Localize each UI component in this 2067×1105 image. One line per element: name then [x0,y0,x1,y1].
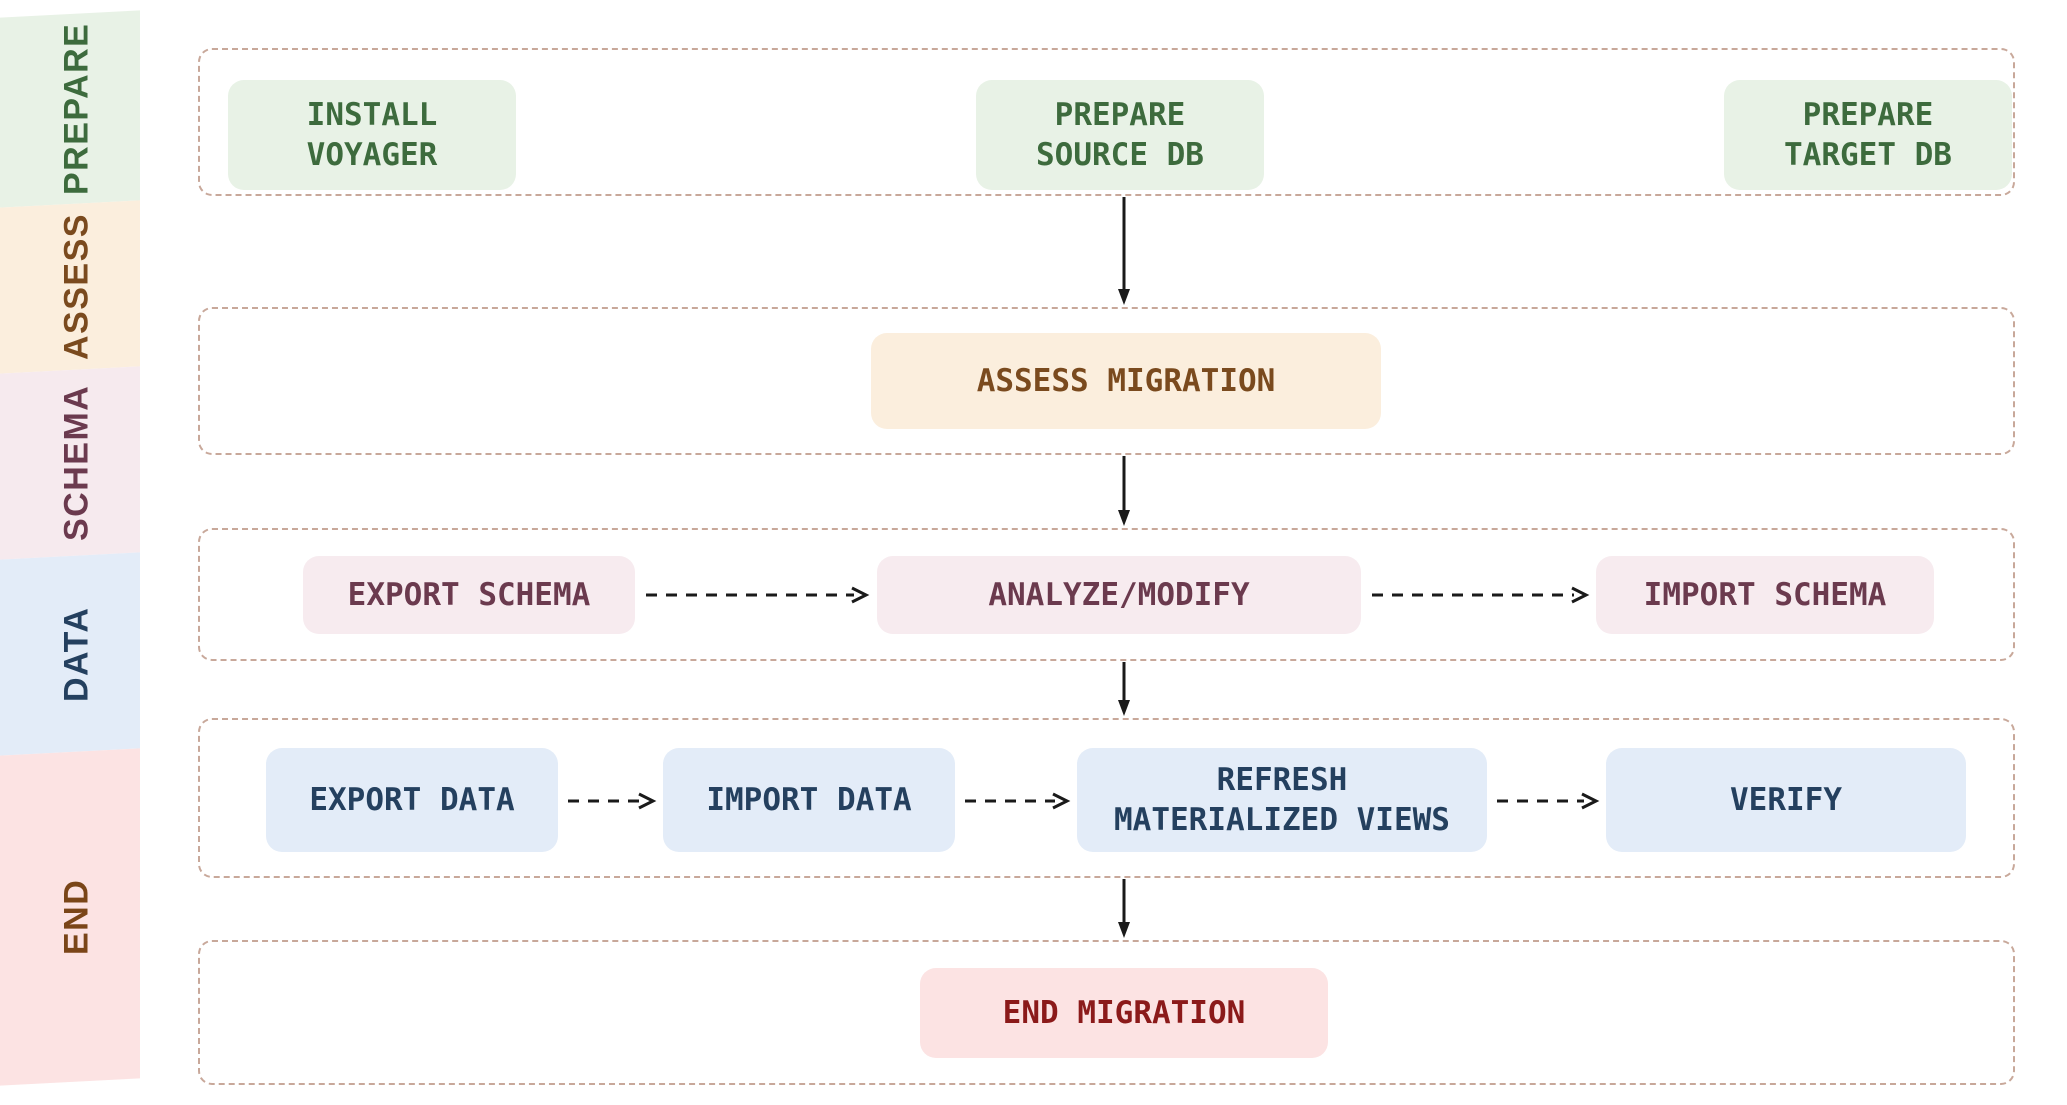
stage-band-label: DATA [57,606,96,702]
node-import-data[interactable]: IMPORT DATA [663,748,955,852]
node-label: VERIFY [1730,781,1842,818]
connector-analyze-to-import-schema [1372,586,1590,604]
node-label: ANALYZE/MODIFY [988,576,1250,613]
node-analyze-modify[interactable]: ANALYZE/MODIFY [877,556,1361,634]
stage-band-label: SCHEMA [57,384,96,542]
node-assess-migration[interactable]: ASSESS MIGRATION [871,333,1381,429]
stage-row-assess-row [198,307,2015,455]
node-verify[interactable]: VERIFY [1606,748,1966,852]
stage-band-end: END [0,748,140,1086]
node-label: IMPORT SCHEMA [1643,576,1887,613]
stage-band-label: PREPARE [57,22,96,196]
node-label: ASSESS MIGRATION [976,362,1276,399]
stage-band-prepare: PREPARE [0,10,140,208]
node-label: REFRESH MATERIALIZED VIEWS [1114,761,1450,838]
stage-arrow-assess-to-schema [1118,456,1130,526]
stage-band-data: DATA [0,552,140,756]
node-end-migration[interactable]: END MIGRATION [920,968,1328,1058]
stage-arrow-prepare-to-assess [1118,197,1130,305]
node-label: EXPORT DATA [309,781,515,818]
node-prepare-target-db[interactable]: PREPARE TARGET DB [1724,80,2012,190]
node-import-schema[interactable]: IMPORT SCHEMA [1596,556,1934,634]
node-label: IMPORT DATA [706,781,912,818]
connector-export-schema-to-analyze [646,586,870,604]
stage-band-label: ASSESS [57,213,96,361]
node-refresh-views[interactable]: REFRESH MATERIALIZED VIEWS [1077,748,1487,852]
node-label: EXPORT SCHEMA [347,576,591,613]
stage-row-prepare-row [198,48,2015,196]
stage-row-schema-row [198,528,2015,661]
stage-band-label: END [57,878,96,956]
node-label: PREPARE TARGET DB [1784,96,1952,173]
stage-arrow-schema-to-data [1118,662,1130,716]
connector-refresh-to-verify [1497,792,1600,810]
node-label: END MIGRATION [1002,994,1246,1031]
node-export-schema[interactable]: EXPORT SCHEMA [303,556,635,634]
connector-import-data-to-refresh [965,792,1071,810]
stage-band-assess: ASSESS [0,200,140,374]
stage-row-end-row [198,940,2015,1085]
node-label: INSTALL VOYAGER [306,96,438,173]
stage-band-schema: SCHEMA [0,366,140,560]
stage-row-data-row [198,718,2015,878]
node-export-data[interactable]: EXPORT DATA [266,748,558,852]
node-install-voyager[interactable]: INSTALL VOYAGER [228,80,516,190]
connector-export-data-to-import-data [568,792,657,810]
stage-sidebar: PREPARE ASSESS SCHEMA DATA END [0,0,140,1105]
stage-arrow-data-to-end [1118,879,1130,938]
node-prepare-source-db[interactable]: PREPARE SOURCE DB [976,80,1264,190]
node-label: PREPARE SOURCE DB [1036,96,1204,173]
